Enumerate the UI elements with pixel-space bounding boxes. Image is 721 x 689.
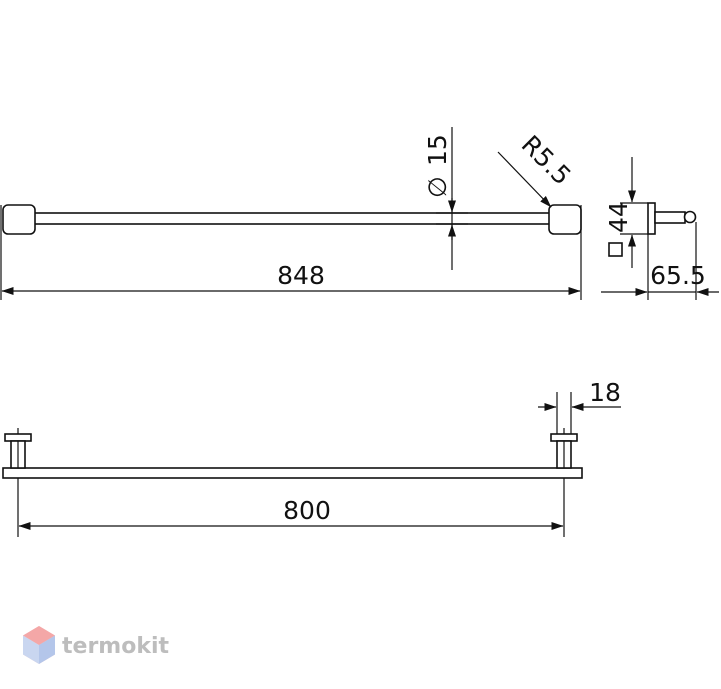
side-bracket-arm xyxy=(654,211,686,224)
watermark: termokit xyxy=(23,626,169,664)
right-bracket xyxy=(550,428,578,469)
left-bracket xyxy=(4,428,32,469)
dim-dia-label: 15 xyxy=(423,134,452,166)
side-tube-end xyxy=(683,210,697,224)
front-view: 848 ∅ 15 R5.5 xyxy=(0,127,582,300)
side-wall-plate xyxy=(647,202,656,235)
brand-logo-icon xyxy=(23,626,55,664)
top-view: 18 800 xyxy=(2,378,621,537)
front-tube xyxy=(29,212,553,225)
top-tube xyxy=(2,467,583,479)
dim-44-label: 44 xyxy=(604,201,633,233)
dim-18-label: 18 xyxy=(589,378,621,407)
right-end-cap xyxy=(548,204,582,235)
dim-800-label: 800 xyxy=(283,496,331,525)
dim-848-label: 848 xyxy=(277,261,325,290)
radius-label: R5.5 xyxy=(516,130,577,191)
dim-65-label: 65.5 xyxy=(650,261,706,290)
brand-name: termokit xyxy=(62,634,169,659)
left-end-cap xyxy=(2,204,36,235)
diameter-symbol: ∅ xyxy=(423,176,452,198)
radius-leader xyxy=(497,151,552,208)
side-view: 44 65.5 xyxy=(601,157,719,300)
square-section-symbol xyxy=(608,242,623,257)
